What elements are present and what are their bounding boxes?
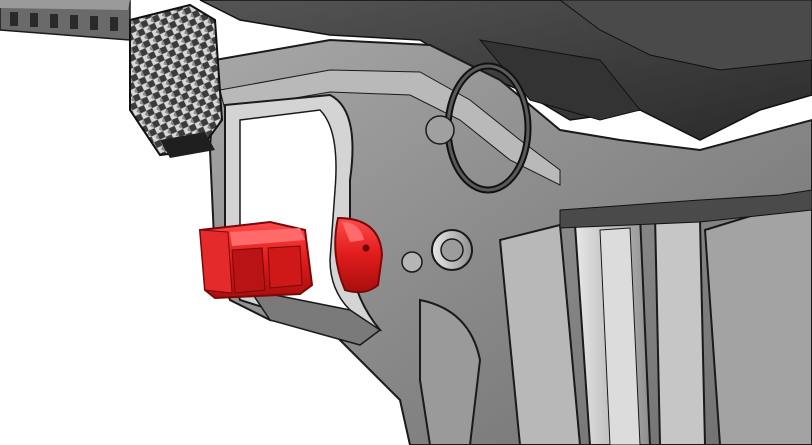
pivot-pin: [401, 115, 473, 273]
charging-handle-rail: [0, 0, 131, 41]
red-trigger-shoe-left: [198, 220, 314, 300]
red-trigger-shoe-right: [334, 216, 384, 294]
grip-frame: [419, 189, 812, 445]
knurled-magazine-release: [129, 3, 224, 158]
